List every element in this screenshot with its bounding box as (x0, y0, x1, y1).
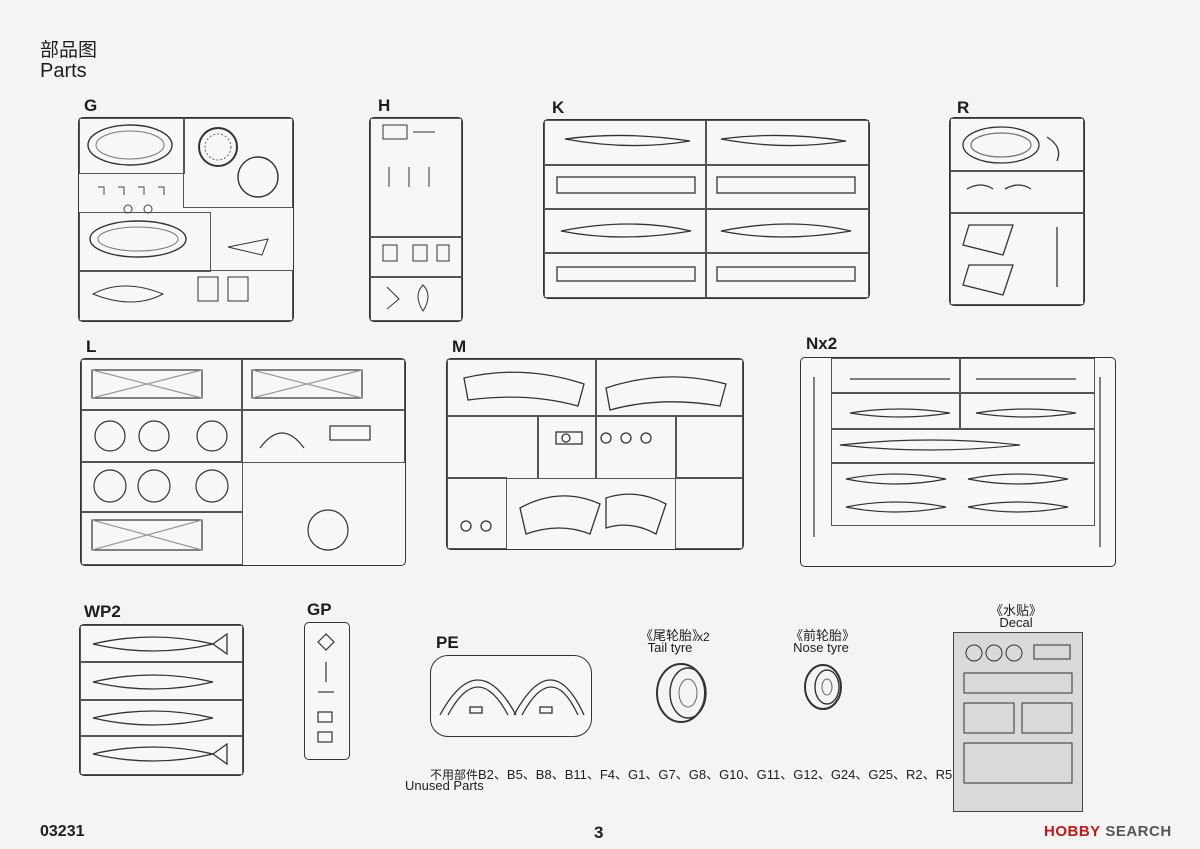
unused-parts-label-en: Unused Parts (405, 778, 484, 793)
sprue-l-parts (91, 369, 371, 551)
pe-sheet-frame (430, 655, 592, 737)
sprue-label-wp2: WP2 (84, 602, 121, 621)
watermark-brand: HOBBY SEARCH (1044, 823, 1172, 840)
sprue-label-pe: PE (436, 633, 459, 652)
unused-parts-label-cn: 不用部件: (430, 768, 482, 782)
tail-tyre-label-cn: 《尾轮胎》 (640, 628, 706, 643)
unused-parts-list: B2、B5、B8、B11、F4、G1、G7、G8、G10、G11、G12、G24… (478, 767, 953, 782)
sheet-title-cn: 部品图 (40, 40, 98, 61)
kit-code: 03231 (40, 823, 85, 840)
sprue-g-frame (78, 117, 294, 322)
nose-tyre-label-cn: 《前轮胎》 (790, 628, 856, 643)
tail-tyre-icon (656, 663, 707, 723)
sprue-r-frame (949, 117, 1085, 306)
sprue-wp2-parts (92, 632, 228, 766)
decal-sheet (953, 632, 1083, 812)
tail-tyre-label-en: Tail tyre (647, 640, 693, 655)
nose-tyre-label-en: Nose tyre (793, 640, 849, 655)
sprue-label-k: K (552, 98, 565, 117)
watermark-brand-a: HOBBY (1044, 823, 1101, 840)
sprue-h-frame (369, 117, 463, 322)
sprue-n-parts (813, 377, 1101, 547)
sprue-k-frame (543, 119, 870, 299)
nose-tyre-icon (804, 664, 842, 710)
sprue-label-g: G (84, 96, 98, 115)
sprue-k-parts (556, 134, 856, 282)
sprue-label-n: Nx2 (806, 334, 838, 353)
sprue-label-m: M (452, 337, 467, 356)
sprue-g-parts (87, 124, 279, 303)
sprue-gp-parts (317, 633, 335, 743)
decal-label-en: Decal (999, 615, 1033, 630)
sprue-m-parts (460, 371, 727, 535)
sprue-r-parts (962, 126, 1060, 296)
decal-label-cn: 《水贴》 (989, 603, 1042, 618)
sprue-n-frame (800, 357, 1116, 567)
sprue-label-h: H (378, 96, 391, 115)
page-number: 3 (594, 823, 604, 842)
sheet-title-en: Parts (40, 60, 87, 82)
pe-sheet-parts (439, 679, 585, 716)
sprue-gp-frame (304, 622, 350, 760)
sprue-h-parts (382, 124, 450, 312)
watermark-brand-b: SEARCH (1100, 823, 1172, 840)
sprue-label-r: R (957, 98, 970, 117)
sprue-label-l: L (86, 337, 97, 356)
sprue-label-gp: GP (307, 600, 332, 619)
tail-tyre-qty: x2 (697, 630, 710, 644)
